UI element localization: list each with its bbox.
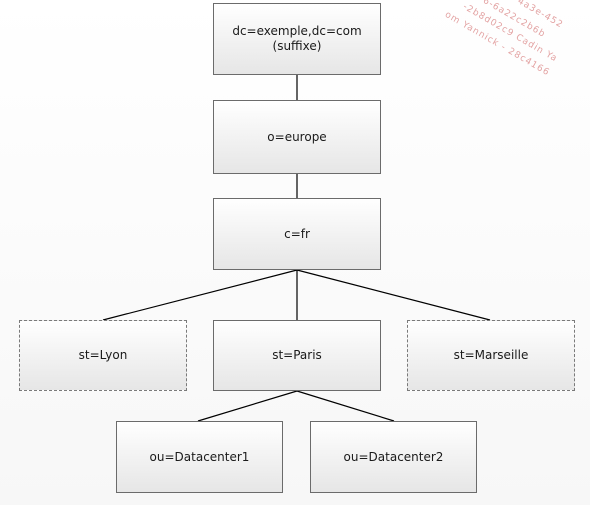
node-root-suffix: dc=exemple,dc=com (suffixe) [213,3,381,75]
node-state-lyon-label: st=Lyon [78,348,128,362]
node-country-label: c=fr [284,226,310,241]
edge-paris-dc2 [296,390,395,422]
node-root-label: dc=exemple,dc=com (suffixe) [232,24,362,53]
node-state-marseille-label: st=Marseille [453,348,529,362]
node-state-lyon: st=Lyon [19,320,187,391]
edge-paris-dc1 [197,390,298,422]
node-country: c=fr [213,198,381,270]
node-organization-label: o=europe [267,129,327,144]
node-ou-datacenter2-label: ou=Datacenter2 [343,449,444,464]
node-state-paris-label: st=Paris [272,348,322,362]
edge-country-lyon [102,269,298,321]
node-ou-datacenter1-label: ou=Datacenter1 [149,449,250,464]
node-ou-datacenter2: ou=Datacenter2 [310,421,477,493]
node-state-marseille: st=Marseille [407,320,575,391]
node-organization: o=europe [213,100,381,174]
node-ou-datacenter1: ou=Datacenter1 [116,421,283,493]
edge-country-marseille [296,269,491,321]
node-state-paris: st=Paris [213,320,381,391]
